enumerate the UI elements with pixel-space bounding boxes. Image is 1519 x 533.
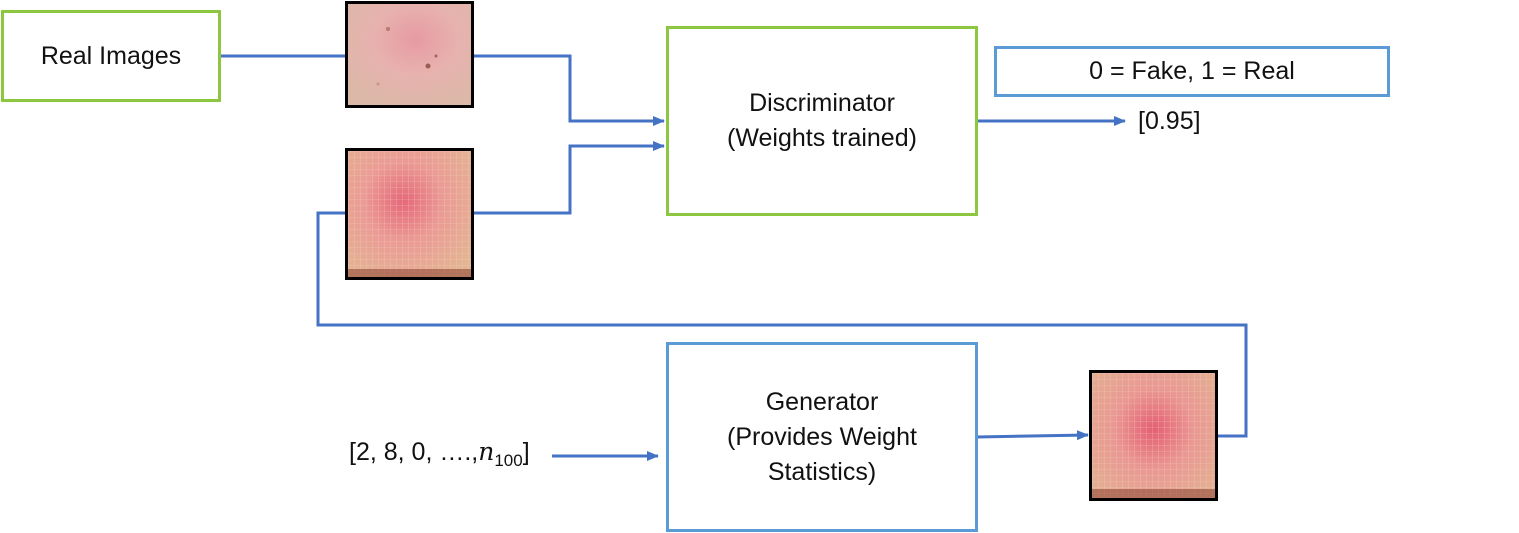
discriminator-title: Discriminator [749, 89, 895, 117]
real-thumb-to-discriminator-arrow [474, 54, 665, 126]
generated-thumb-feedback-line [316, 211, 1248, 438]
noise-vector-input: [2, 8, 0, ….,n100] [349, 437, 530, 471]
generator-to-generated-thumb-arrow [976, 430, 1089, 441]
discriminator-subtitle: (Weights trained) [727, 124, 917, 152]
generated-image-thumbnail [1089, 370, 1218, 501]
generator-subtitle-line1: (Provides Weight [727, 422, 917, 451]
fake-thumb-to-discriminator-arrow [474, 141, 665, 215]
discriminator-box: Discriminator (Weights trained) [666, 26, 978, 216]
generator-subtitle-line2: Statistics) [767, 457, 877, 486]
real-image-thumbnail [345, 1, 474, 108]
noise-vector-suffix: ] [522, 438, 530, 466]
discriminator-output-value: [0.95] [1138, 107, 1201, 135]
real-images-box: Real Images [1, 10, 221, 102]
noise-vector-subscript: 100 [494, 451, 523, 470]
fake-image-thumbnail [345, 148, 474, 280]
generator-box: Generator (Provides Weight Statistics) [666, 342, 978, 532]
noise-vector-prefix: [2, 8, 0, …., [349, 438, 479, 466]
output-legend-label: 0 = Fake, 1 = Real [1089, 57, 1295, 85]
noise-vector-variable: n [478, 437, 495, 466]
generator-title: Generator [765, 387, 879, 416]
output-legend-box: 0 = Fake, 1 = Real [994, 46, 1390, 97]
real-images-label: Real Images [40, 41, 182, 70]
